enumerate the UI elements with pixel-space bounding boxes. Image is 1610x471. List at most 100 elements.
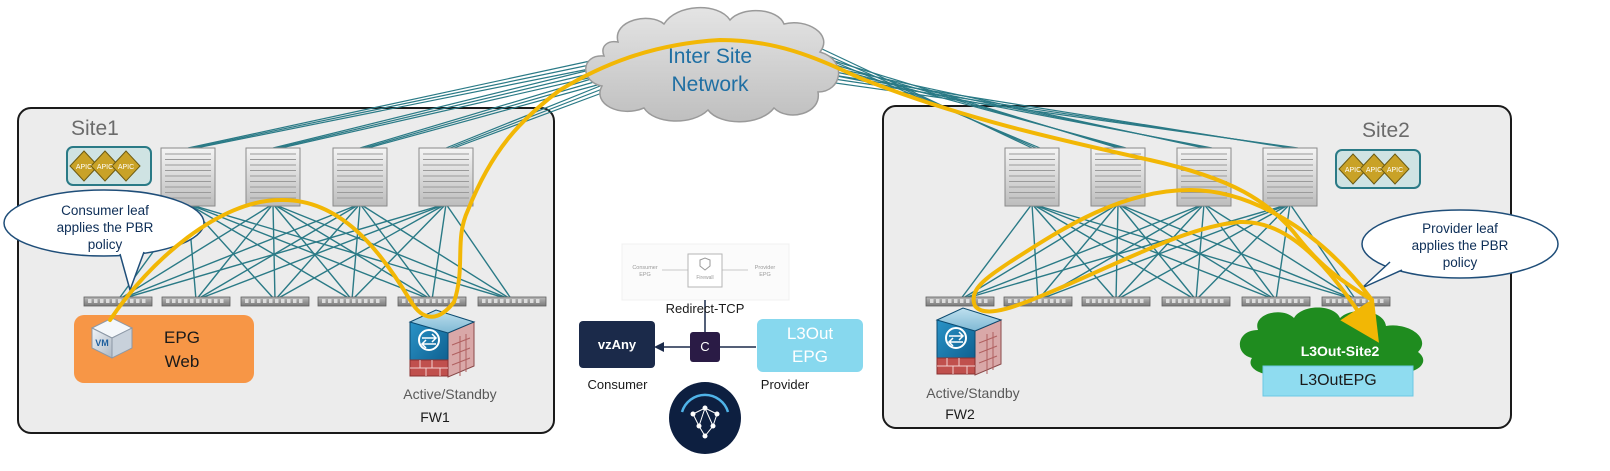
fabric-link xyxy=(1117,203,1197,301)
fabric-link xyxy=(1289,203,1357,301)
fabric-link xyxy=(1031,203,1039,301)
fw1-name-label: FW1 xyxy=(420,409,450,425)
leaf-switch xyxy=(1161,296,1231,307)
fabric-link xyxy=(1115,203,1205,301)
fw2-name-label: FW2 xyxy=(945,406,975,422)
site2-label: Site2 xyxy=(1362,119,1410,142)
fabric-link xyxy=(959,203,1291,301)
fabric-link xyxy=(1203,203,1277,301)
apic-label: APIC xyxy=(118,164,134,171)
inter-site-link xyxy=(367,81,609,149)
traffic-path xyxy=(108,37,1379,343)
spine-switch xyxy=(160,147,216,207)
graph-provider-label: EPG xyxy=(759,272,771,278)
apic-label: APIC xyxy=(1387,167,1403,174)
graph-consumer-label: EPG xyxy=(639,272,651,278)
fabric-link xyxy=(187,203,353,301)
leaf-switch xyxy=(925,296,995,307)
spine-switch xyxy=(1262,147,1318,207)
inter-site-link xyxy=(191,61,605,149)
site1-callout-line3: policy xyxy=(87,237,123,252)
fabric-link xyxy=(117,203,361,301)
inter-site-link xyxy=(363,77,609,149)
fabric-link xyxy=(445,203,513,301)
inter-site-link xyxy=(276,69,607,149)
site1-callout-line2: applies the PBR xyxy=(56,220,154,235)
inter-site-link xyxy=(195,65,605,149)
fabric-link xyxy=(351,203,447,301)
fabric-link xyxy=(274,203,361,301)
leaf-switch xyxy=(240,296,310,307)
consumer-box-label: vzAny xyxy=(597,337,637,352)
apic-label: APIC xyxy=(1345,167,1361,174)
inter-site-network-cloud xyxy=(585,7,840,123)
site1-callout-bubble xyxy=(3,189,205,293)
fw1-state-label: Active/Standby xyxy=(403,386,497,402)
l3out-epg-label: L3OutEPG xyxy=(1299,372,1377,389)
site2-apic-cluster: APIC APIC APIC xyxy=(1335,149,1421,189)
vm-icon: VM xyxy=(90,317,134,359)
service-graph-preview: Consumer EPG Firewall Provider EPG xyxy=(621,243,790,301)
provider-box-line2: EPG xyxy=(792,347,828,366)
apic-label: APIC xyxy=(76,164,92,171)
fabric-link xyxy=(1031,203,1117,301)
fabric-link xyxy=(1031,203,1197,301)
fabric-link xyxy=(274,203,447,301)
provider-role-label: Provider xyxy=(760,377,810,392)
fabric-link xyxy=(272,203,513,301)
fabric-link xyxy=(117,203,447,301)
fabric-link xyxy=(117,203,274,301)
spine-switches xyxy=(160,147,1318,207)
site1-apic-cluster: APIC APIC APIC xyxy=(66,146,152,186)
fabric-link xyxy=(1195,203,1291,301)
site2-callout-line1: Provider leaf xyxy=(1422,221,1498,236)
fabric-link xyxy=(272,203,276,301)
fabric-link xyxy=(359,203,513,301)
leaf-switch xyxy=(83,296,153,307)
leaf-switch xyxy=(477,296,547,307)
site2-callout-line3: policy xyxy=(1442,255,1478,270)
fabric-link xyxy=(1037,203,1291,301)
site2-fabric-links xyxy=(959,203,1357,301)
spine-switch xyxy=(245,147,301,207)
site2-callout-line2: applies the PBR xyxy=(1411,238,1509,253)
fabric-link xyxy=(1203,203,1357,301)
fabric-link xyxy=(272,203,353,301)
fabric-link xyxy=(1117,203,1277,301)
firewall-fw1-icon xyxy=(408,309,476,378)
spine-switch xyxy=(418,147,474,207)
l3out-site2-label: L3Out-Site2 xyxy=(1300,343,1380,359)
service-graph-name: Redirect-TCP xyxy=(665,301,745,316)
provider-box-line1: L3Out xyxy=(786,324,834,343)
graph-provider-label: Provider xyxy=(755,265,776,271)
firewall-fw2-icon xyxy=(935,307,1003,376)
inter-site-link xyxy=(817,63,1127,149)
inter-site-link xyxy=(272,65,607,149)
inter-site-link xyxy=(280,73,607,149)
fabric-link xyxy=(272,203,433,301)
fabric-link xyxy=(1115,203,1119,301)
vm-label: VM xyxy=(95,338,109,348)
leaf-switch xyxy=(1321,296,1391,307)
fabric-link xyxy=(1195,203,1205,301)
leaf-switch xyxy=(1081,296,1151,307)
spine-switch xyxy=(1004,147,1060,207)
apic-label: APIC xyxy=(97,164,113,171)
fabric-link xyxy=(195,203,361,301)
fabric-link xyxy=(1031,203,1357,301)
leaf-switch xyxy=(317,296,387,307)
epg-web-line2: Web xyxy=(164,352,200,371)
fabric-link xyxy=(1037,203,1119,301)
fabric-link xyxy=(959,203,1033,301)
epg-web-line1: EPG xyxy=(164,328,200,347)
fabric-link xyxy=(959,203,1119,301)
site1-label: Site1 xyxy=(71,117,119,140)
leaf-switch xyxy=(161,296,231,307)
spine-switch xyxy=(332,147,388,207)
contract-symbol: C xyxy=(700,339,710,354)
apic-label: APIC xyxy=(1366,167,1382,174)
fabric-link xyxy=(359,203,433,301)
fabric-link xyxy=(431,203,447,301)
cloud-title-line2: Network xyxy=(671,73,749,96)
